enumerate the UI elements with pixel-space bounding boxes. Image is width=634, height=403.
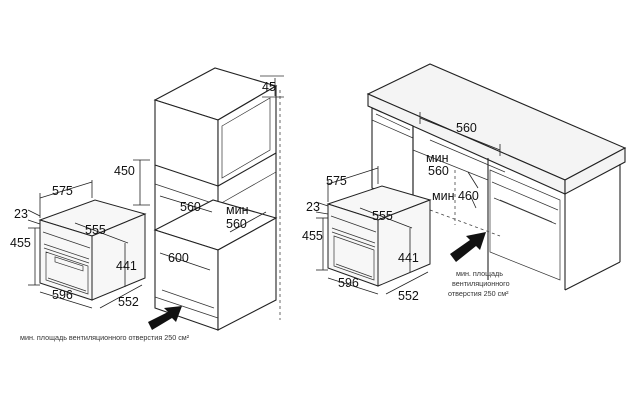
right-oven [326, 185, 432, 287]
lower-box-right [217, 217, 277, 331]
right-inner-width-label: 560 [456, 121, 477, 135]
right-min-depth-value: 560 [428, 164, 449, 178]
right-vent-note-line-3: отверстия 250 см² [448, 289, 509, 298]
right-oven-installed-depth-label: 552 [398, 289, 419, 303]
right-oven-inner-height-label: 441 [398, 251, 419, 265]
airflow-arrow-right-icon [450, 232, 486, 262]
top-gap-label: 45 [262, 80, 276, 94]
min-depth-value: 560 [226, 217, 247, 231]
right-oven-front-height-label: 23 [306, 200, 320, 214]
inner-width-label: 560 [180, 200, 201, 214]
left-oven-side [91, 213, 146, 301]
airflow-arrow-icon [148, 306, 182, 330]
right-min-height-label: мин 460 [432, 189, 479, 203]
right-vent-note-line-1: мин. площадь [456, 269, 503, 278]
right-oven-depth-label: 575 [326, 174, 347, 188]
oven-total-height-label: 455 [10, 236, 31, 250]
left-tall-cabinet [153, 67, 284, 331]
countertop-side [564, 147, 626, 195]
right-cabinet-dimensions [419, 112, 501, 209]
left-vent-note: мин. площадь вентиляционного отверстия 2… [20, 333, 190, 342]
oven-installed-depth-label: 552 [118, 295, 139, 309]
right-oven-dimensions [315, 166, 429, 295]
oven-inner-height-label: 441 [116, 259, 137, 273]
oven-front-height-label: 23 [14, 207, 28, 221]
right-oven-total-height-label: 455 [302, 229, 323, 243]
right-vent-note-line-2: вентиляционного [452, 279, 510, 288]
min-depth-label: мин [226, 203, 249, 217]
right-oven-width-label: 555 [372, 209, 393, 223]
oven-outer-width-label: 596 [52, 288, 73, 302]
left-oven [38, 199, 147, 301]
right-oven-side [377, 199, 431, 287]
left-cabinet-dimensions [133, 78, 276, 271]
cabinet-height-label: 600 [168, 251, 189, 265]
oven-width-label: 555 [85, 223, 106, 237]
right-min-depth-label: мин [426, 151, 449, 165]
left-oven-dimensions [27, 180, 143, 309]
oven-depth-label: 575 [52, 184, 73, 198]
right-counter-cabinet [366, 63, 627, 291]
opening-height-label: 450 [114, 164, 135, 178]
right-oven-outer-width-label: 596 [338, 276, 359, 290]
